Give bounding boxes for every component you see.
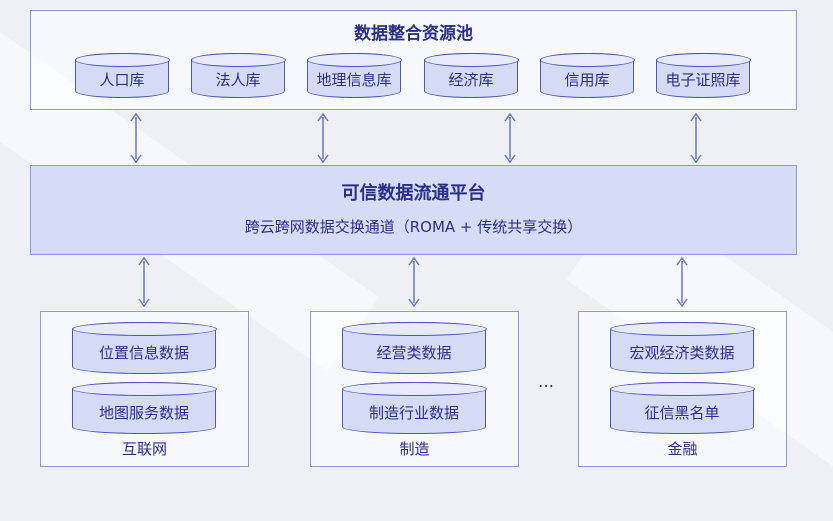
database-label: 经营类数据 (376, 343, 452, 362)
group-label: 制造 (399, 440, 430, 458)
bidirectional-arrow (138, 257, 150, 307)
group-label: 互联网 (121, 440, 167, 458)
database-label: 信用库 (564, 71, 610, 89)
more-ellipsis: … (538, 372, 554, 391)
platform-subtitle: 跨云跨网数据交换通道（ROMA + 传统共享交换） (244, 218, 583, 236)
database-cylinder: 法人库 (190, 52, 286, 98)
database-label: 宏观经济类数据 (629, 343, 735, 362)
database-label: 人口库 (99, 71, 145, 89)
bidirectional-arrow (130, 113, 142, 163)
database-cylinder: 征信黑名单 (609, 381, 755, 434)
resource-pool-title: 数据整合资源池 (354, 24, 473, 44)
database-label: 位置信息数据 (98, 343, 189, 362)
database-cylinder: 经济库 (423, 52, 519, 98)
bidirectional-arrow (504, 113, 516, 163)
database-label: 制造行业数据 (368, 403, 459, 422)
database-cylinder: 电子证照库 (655, 52, 751, 98)
database-cylinder: 经营类数据 (341, 321, 487, 374)
platform-title: 可信数据流通平台 (341, 183, 486, 204)
bidirectional-arrow (676, 257, 688, 307)
database-cylinder: 信用库 (539, 52, 635, 98)
database-cylinder: 制造行业数据 (341, 381, 487, 434)
database-label: 经济库 (448, 71, 494, 89)
database-label: 法人库 (215, 71, 261, 89)
database-cylinder: 地图服务数据 (71, 381, 217, 434)
database-cylinder: 人口库 (74, 52, 170, 98)
database-label: 征信黑名单 (644, 403, 720, 422)
database-cylinder: 地理信息库 (306, 52, 402, 98)
database-cylinder: 位置信息数据 (71, 321, 217, 374)
bidirectional-arrow (317, 113, 329, 163)
database-label: 电子证照库 (665, 71, 741, 89)
group-label: 金融 (667, 440, 698, 458)
database-cylinder: 宏观经济类数据 (609, 321, 755, 374)
data-platform-box: 可信数据流通平台 跨云跨网数据交换通道（ROMA + 传统共享交换） (30, 165, 797, 255)
database-label: 地理信息库 (316, 71, 392, 89)
bidirectional-arrow (690, 113, 702, 163)
bidirectional-arrow (408, 257, 420, 307)
database-label: 地图服务数据 (98, 403, 189, 422)
